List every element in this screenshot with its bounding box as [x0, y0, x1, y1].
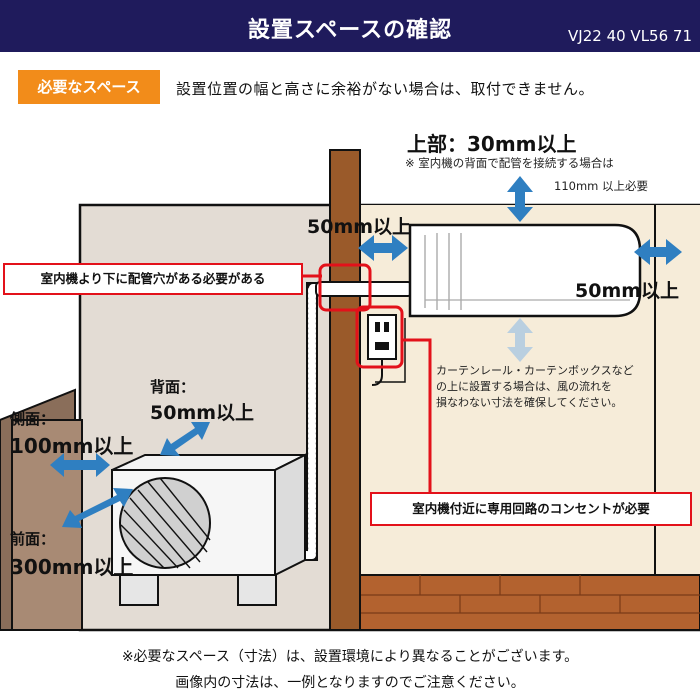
front-clearance-value: 300mm以上 — [10, 555, 134, 579]
arrow-outdoor-side — [50, 453, 110, 477]
page-title: 設置スペースの確認 — [247, 18, 453, 43]
curtain-note-2: の上に設置する場合は、風の流れを — [436, 380, 612, 393]
outlet-leader — [402, 338, 432, 492]
top-clearance-note-2: 110mm 以上必要 — [554, 179, 649, 193]
outdoor-unit-side — [274, 453, 306, 577]
indoor-unit-vents — [424, 233, 462, 310]
power-outlet — [367, 314, 397, 360]
outdoor-unit-fan-grille — [119, 477, 211, 569]
requirement-text: 設置位置の幅と高さに余裕がない場合は、取付できません。 — [176, 80, 595, 98]
required-space-badge: 必要なスペース — [18, 70, 160, 104]
curtain-note-3: 損なわない寸法を確保してください。 — [436, 396, 623, 409]
clearance-arrows — [50, 176, 682, 528]
arrow-indoor-top — [507, 176, 533, 222]
side-clearance-value: 100mm以上 — [10, 434, 134, 458]
pipe-through-wall — [315, 281, 413, 297]
model-numbers: VJ22 40 VL56 71 — [568, 27, 692, 45]
curtain-note-1: カーテンレール・カーテンボックスなど — [436, 364, 634, 377]
top-clearance-note-1: ※ 室内機の背面で配管を接続する場合は — [405, 156, 614, 170]
right-clearance-label: 50mm以上 — [575, 280, 680, 302]
side-clearance-title: 側面： — [10, 410, 56, 428]
arrow-outdoor-front — [62, 488, 133, 528]
outdoor-unit-foot-right — [237, 574, 277, 606]
top-clearance-label: 上部：30mm以上 — [407, 132, 577, 156]
wooden-floor — [359, 574, 700, 631]
footer-note-2: 画像内の寸法は、一例となりますのでご注意ください。 — [175, 675, 525, 691]
arrow-outdoor-back — [160, 422, 210, 456]
outdoor-unit-fan-lines — [120, 477, 211, 569]
back-clearance-value: 50mm以上 — [150, 402, 255, 424]
pipe-hole-highlight — [318, 263, 372, 312]
outlet-callout: 室内機付近に専用回路のコンセントが必要 — [370, 492, 692, 526]
front-clearance-title: 前面： — [10, 530, 56, 548]
back-clearance-title: 背面： — [150, 378, 196, 396]
indoor-unit-body — [408, 223, 642, 318]
pipe-hole-callout: 室内機より下に配管穴がある必要がある — [3, 263, 303, 295]
arrow-indoor-left — [358, 235, 408, 261]
left-clearance-label: 50mm以上 — [307, 216, 412, 238]
footer-note-1: ※必要なスペース（寸法）は、設置環境により異なることがございます。 — [121, 649, 579, 665]
arrow-indoor-bottom-faded — [507, 318, 533, 362]
outlet-highlight — [355, 305, 404, 369]
outdoor-unit-foot-left — [119, 574, 159, 606]
arrow-indoor-right — [634, 239, 682, 265]
header-bar — [0, 0, 700, 52]
outdoor-unit-top — [111, 454, 306, 471]
